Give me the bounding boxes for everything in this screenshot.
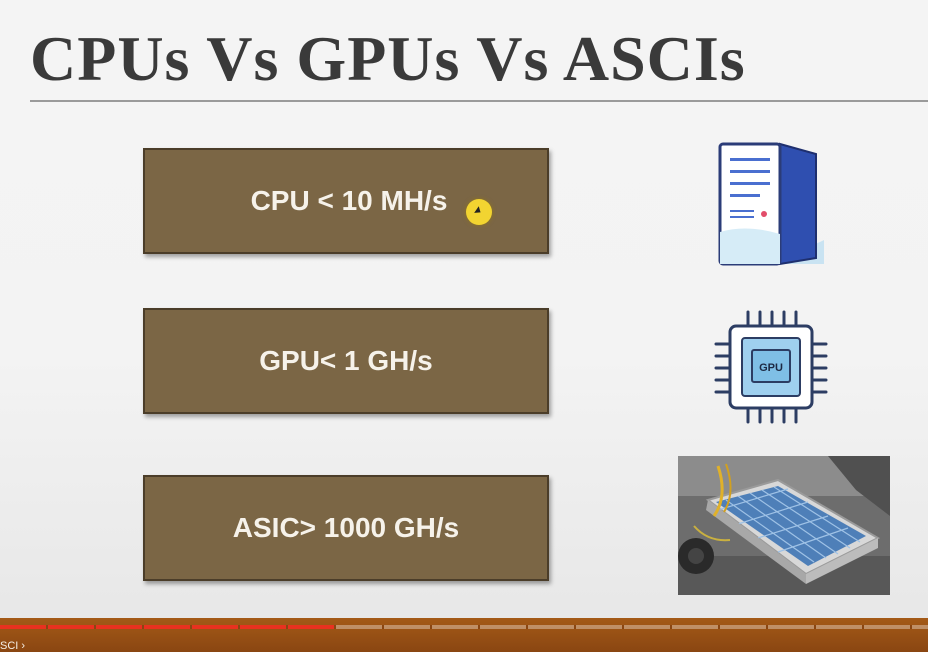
title-divider [30, 100, 928, 102]
video-progress-fill[interactable] [0, 625, 335, 629]
cpu-hashrate-box: CPU < 10 MH/s [143, 148, 549, 254]
cpu-hashrate-label: CPU < 10 MH/s [250, 185, 448, 216]
gpu-hashrate-box: GPU< 1 GH/s [143, 308, 549, 414]
asic-miner-photo [678, 456, 890, 595]
asic-hashrate-box: ASIC> 1000 GH/s [143, 475, 549, 581]
gpu-chip-text: GPU [759, 362, 783, 374]
video-player-bar [0, 618, 928, 652]
gpu-hashrate-label: GPU< 1 GH/s [259, 345, 433, 376]
mouse-cursor-highlight [466, 199, 492, 225]
chapter-label-text: SCI › [0, 640, 26, 652]
chapter-title[interactable]: SCI › [0, 640, 25, 652]
video-progress-track[interactable] [0, 625, 928, 629]
slide: CPUs Vs GPUs Vs ASCIs CPU < 10 MH/s GPU<… [0, 0, 928, 618]
gpu-chip-icon: GPU [714, 310, 828, 424]
slide-title: CPUs Vs GPUs Vs ASCIs [30, 23, 746, 94]
asic-hashrate-label: ASIC> 1000 GH/s [232, 512, 460, 543]
server-tower-icon [718, 142, 824, 266]
